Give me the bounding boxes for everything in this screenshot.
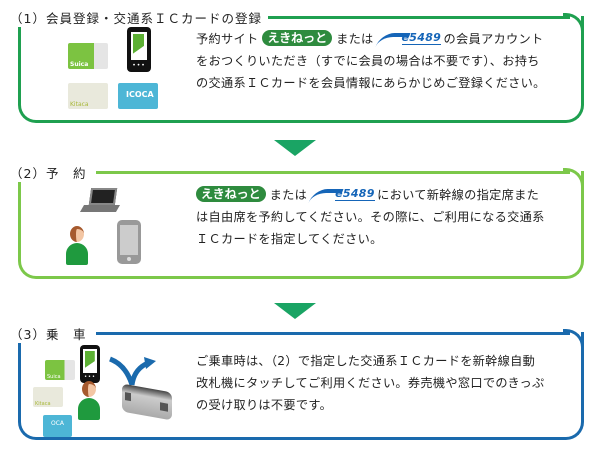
down-arrow-icon <box>274 303 316 319</box>
e5489-logo[interactable]: e5489 <box>374 30 442 47</box>
person-icon <box>76 381 102 421</box>
icoca-card-image: ICOCA <box>118 83 158 109</box>
step-1-line-3: の交通系ＩＣカードを会員情報にあらかじめご登録ください。 <box>196 76 546 90</box>
kitaca-card-image: Kitaca <box>68 83 108 109</box>
step-1-topline <box>250 16 570 19</box>
icoca-card-image: OCA <box>43 415 72 437</box>
ekinet-logo[interactable]: えきねっと <box>196 186 266 202</box>
icoca-card-label: OCA <box>51 420 65 427</box>
smartphone-icon: ••• <box>127 27 151 72</box>
kitaca-card-label: Kitaca <box>35 401 51 407</box>
step-1-line-2: をおつくりいただき（すでに会員の場合は不要です）、お持ち <box>196 54 540 68</box>
step-3-title: （3）乗 車 <box>10 324 93 343</box>
suica-card-label: Suica <box>70 61 89 68</box>
kitaca-card-image: Kitaca <box>33 387 63 407</box>
step-3-text: ご乗車時は、（2）で指定した交通系ＩＣカードを新幹線自動 改札機にタッチしてご利… <box>196 350 544 416</box>
suica-card-label: Suica <box>47 374 61 380</box>
laptop-icon <box>79 188 121 214</box>
step-2-topline <box>96 171 570 174</box>
branch-arrow-icon <box>109 356 156 386</box>
kitaca-card-label: Kitaca <box>70 101 89 108</box>
step-2-line-2: は自由席を予約してください。その際に、ご利用になる交通系 <box>196 210 545 224</box>
suica-card-image: Suica <box>68 43 108 69</box>
person-icon <box>64 226 90 266</box>
e5489-logo[interactable]: e5489 <box>308 186 375 203</box>
smartphone-outline-icon <box>117 220 141 264</box>
icoca-card-label: ICOCA <box>126 90 154 99</box>
step-3-line-2: 改札機にタッチしてご利用ください。券売機や窓口でのきっぷ <box>196 376 545 390</box>
step-3-line-1: ご乗車時は、（2）で指定した交通系ＩＣカードを新幹線自動 <box>196 354 536 368</box>
step-3-topline <box>96 332 570 335</box>
step-1-box <box>18 13 584 123</box>
step-2-title: （2）予 約 <box>10 163 93 182</box>
down-arrow-icon <box>274 140 316 156</box>
step-3-line-3: の受け取りは不要です。 <box>196 398 333 412</box>
ekinet-logo[interactable]: えきねっと <box>262 30 333 46</box>
suica-card-image: Suica <box>45 360 75 380</box>
step-2-line-3: ＩＣカードを指定してください。 <box>196 232 383 246</box>
step-3-box <box>18 329 584 440</box>
step-2-box <box>18 168 584 279</box>
step-1-title: （1）会員登録・交通系ＩＣカードの登録 <box>10 8 268 27</box>
smartphone-icon: ••• <box>80 345 100 383</box>
